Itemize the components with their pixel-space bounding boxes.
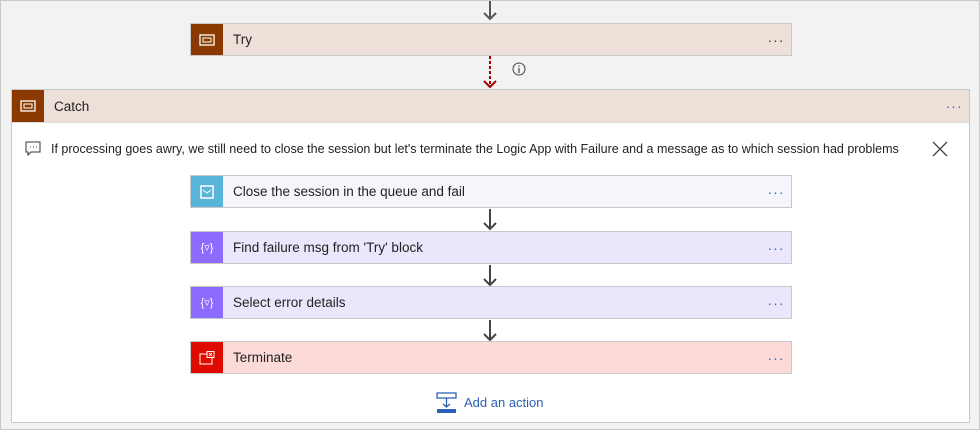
- action-card[interactable]: {▿} Select error details ···: [190, 286, 792, 319]
- more-options-button[interactable]: ···: [767, 294, 785, 311]
- action-label: Find failure msg from 'Try' block: [233, 240, 423, 255]
- filter-array-icon: {▿}: [191, 232, 223, 263]
- arrow-down-icon: [483, 265, 497, 287]
- add-action-label: Add an action: [464, 395, 544, 410]
- comment-text: If processing goes awry, we still need t…: [51, 142, 899, 156]
- more-options-button[interactable]: ···: [767, 239, 785, 256]
- catch-label: Catch: [54, 98, 90, 114]
- close-comment-icon[interactable]: [932, 141, 948, 157]
- action-card[interactable]: Terminate ···: [190, 341, 792, 374]
- action-card[interactable]: Close the session in the queue and fail …: [190, 175, 792, 208]
- add-action-icon: [436, 392, 457, 413]
- arrow-down-icon: [483, 1, 497, 21]
- arrow-down-icon: [483, 320, 497, 342]
- more-options-button[interactable]: ···: [767, 31, 785, 48]
- action-label: Terminate: [233, 350, 293, 365]
- more-options-button[interactable]: ···: [945, 98, 963, 114]
- action-card[interactable]: {▿} Find failure msg from 'Try' block ··…: [190, 231, 792, 264]
- scope-icon: [12, 90, 44, 122]
- more-options-button[interactable]: ···: [767, 183, 785, 200]
- filter-array-icon: {▿}: [191, 287, 223, 318]
- action-label: Close the session in the queue and fail: [233, 184, 465, 199]
- run-after-failed-arrow-icon: [483, 56, 497, 89]
- scope-icon: [191, 24, 223, 55]
- arrow-down-icon: [483, 209, 497, 231]
- try-scope-card[interactable]: Try ···: [190, 23, 792, 56]
- terminate-icon: [191, 342, 223, 373]
- try-label: Try: [233, 32, 252, 47]
- service-bus-icon: [191, 176, 223, 207]
- comment-icon: [25, 141, 41, 156]
- action-label: Select error details: [233, 295, 346, 310]
- more-options-button[interactable]: ···: [767, 349, 785, 366]
- catch-scope-header[interactable]: Catch ···: [12, 90, 969, 123]
- add-action-button[interactable]: Add an action: [436, 392, 544, 413]
- info-icon[interactable]: [512, 62, 526, 76]
